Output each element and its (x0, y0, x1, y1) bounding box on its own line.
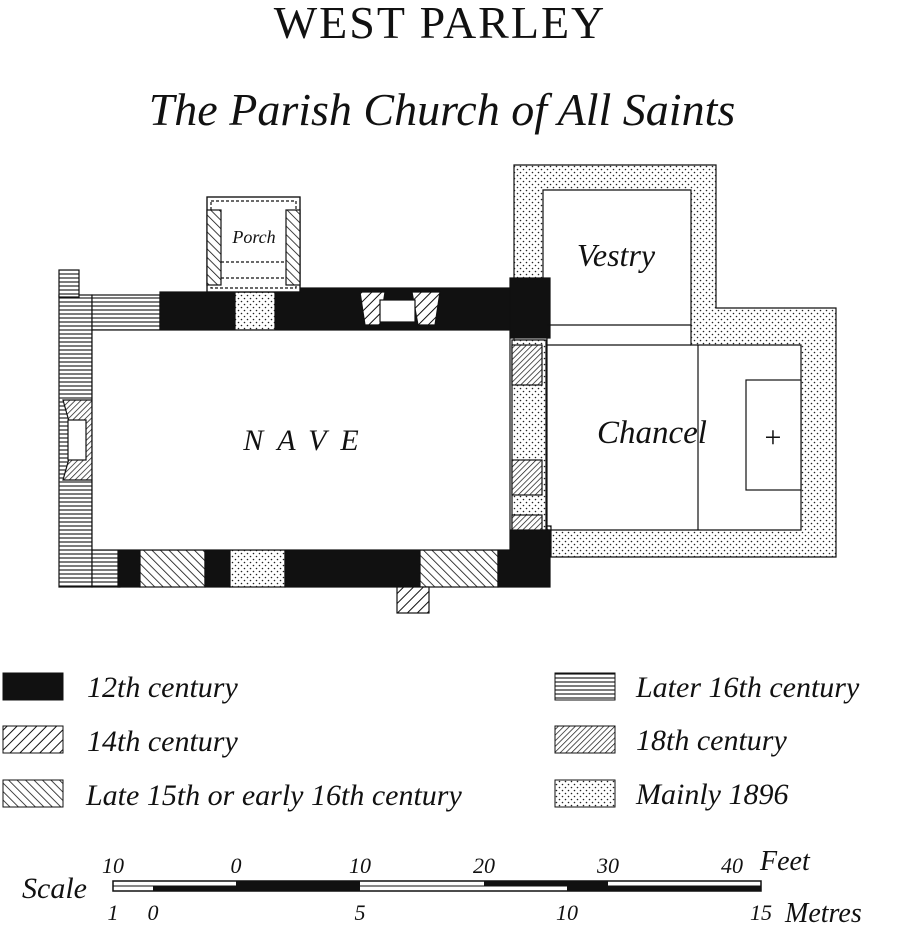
legend-item-18th: 18th century (554, 724, 787, 757)
altar-cross-label: + (765, 421, 782, 454)
metre-tick-label: 10 (556, 900, 578, 925)
west-window-opening (67, 419, 87, 461)
feet-tick-label: 0 (231, 853, 242, 878)
south-wall-12th-b (204, 549, 231, 588)
legend-label-18th: 18th century (636, 724, 787, 757)
feet-unit-label: Feet (759, 846, 811, 877)
legend: 12th century 14th century Late 15th or e… (2, 671, 860, 812)
north-window-opening (379, 299, 416, 323)
south-wall-15th (139, 549, 206, 588)
south-wall-12th-c (284, 549, 421, 588)
south-buttress-14th (396, 586, 430, 614)
metre-tick-label: 1 (108, 900, 119, 925)
west-wall-strip-lower (91, 549, 121, 588)
nave-floor (91, 329, 511, 551)
diagram-title: WEST PARLEY (274, 0, 607, 48)
vestry-label: Vestry (577, 237, 656, 273)
south-wall-15th-b (419, 549, 499, 588)
legend-item-15th: Late 15th or early 16th century (2, 779, 462, 812)
feet-tick-label: 10 (349, 853, 371, 878)
feet-tick-label: 40 (721, 853, 743, 878)
legend-item-later-16th: Later 16th century (554, 671, 860, 704)
south-wall-12th-d (497, 529, 551, 588)
south-wall-1896 (229, 549, 286, 588)
legend-item-1896: Mainly 1896 (554, 778, 788, 811)
west-wall-strip-later-16th (91, 294, 161, 331)
diagram-subtitle: The Parish Church of All Saints (149, 84, 736, 135)
metre-tick-label: 5 (355, 900, 366, 925)
chancel-walls (513, 164, 837, 558)
east-wall-window-b (511, 459, 543, 496)
legend-item-14th: 14th century (2, 725, 238, 758)
floor-plan (58, 164, 837, 614)
porch (206, 196, 301, 293)
legend-label-15th: Late 15th or early 16th century (85, 779, 462, 812)
metre-tick-label: 15 (750, 900, 772, 925)
feet-tick-label: 20 (473, 853, 495, 878)
north-doorway (234, 291, 276, 331)
chancel-label: Chancel (597, 415, 707, 451)
feet-ticks: 10 0 10 20 30 40 (102, 853, 743, 878)
altar (745, 379, 802, 491)
east-nave-wall-12th (509, 277, 551, 339)
east-wall-window-a (511, 344, 543, 386)
metres-unit-label: Metres (784, 898, 862, 927)
north-wall-12th-a (159, 291, 236, 331)
scale-bar-metre-fill-2 (567, 886, 761, 891)
legend-label-later-16th: Later 16th century (635, 671, 860, 704)
west-corner-later-16th (58, 269, 80, 298)
porch-label: Porch (231, 227, 275, 247)
legend-label-1896: Mainly 1896 (635, 778, 788, 811)
legend-label-14th: 14th century (87, 725, 238, 758)
scale-bar-metre-fill (153, 886, 360, 891)
feet-tick-label: 10 (102, 853, 124, 878)
metre-tick-label: 0 (148, 900, 159, 925)
scale-bar-feet-fill (236, 881, 360, 886)
feet-tick-label: 30 (596, 853, 619, 878)
legend-item-12th: 12th century (2, 671, 238, 704)
scale-label: Scale (22, 872, 87, 905)
scale-bar-feet-fill-2 (484, 881, 608, 886)
legend-label-12th: 12th century (87, 671, 238, 704)
nave-label: NAVE (242, 424, 373, 457)
south-wall-12th-a (117, 549, 141, 588)
